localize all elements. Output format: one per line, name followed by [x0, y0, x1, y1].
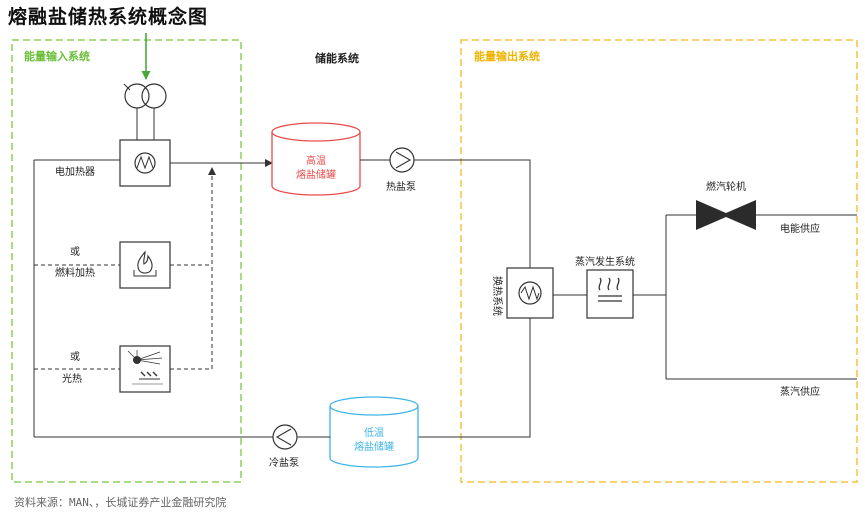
- exchanger-to-cold-tank-line: [418, 318, 531, 438]
- fuel-heating-label: 燃料加热: [55, 266, 95, 279]
- or-label-1: 或: [70, 246, 80, 258]
- power-supply-label: 电能供应: [780, 222, 820, 235]
- heat-exchanger-icon: [518, 281, 542, 305]
- cold-pump-icon: [272, 424, 298, 450]
- turbine-icon: [696, 200, 756, 230]
- fuel-heater-box: [119, 241, 171, 289]
- input-section-box: [11, 39, 242, 483]
- solar-icon: [127, 350, 163, 385]
- transformer-icon: [123, 83, 167, 109]
- flame-icon: [133, 250, 157, 277]
- hot-tank-label-1: 高温: [306, 154, 326, 167]
- hot-pump-icon: [389, 147, 415, 173]
- output-section-title: 能量输出系统: [474, 49, 540, 63]
- hot-pump-label: 热盐泵: [386, 180, 416, 193]
- input-section-title: 能量输入系统: [24, 49, 90, 63]
- output-section-box: [460, 39, 858, 483]
- source-note: 资料来源：MAN、，长城证券产业金融研究院: [14, 496, 227, 509]
- heat-exchange-label: 换热系统: [491, 276, 504, 316]
- electric-heater-label: 电加热器: [55, 165, 95, 178]
- or-label-2: 或: [70, 351, 80, 363]
- hot-tank-label-2: 熔盐储罐: [296, 168, 336, 181]
- page-title: 熔融盐储热系统概念图: [8, 6, 209, 28]
- steam-generator-box: [586, 269, 634, 319]
- hot-pump-to-exchanger-line: [414, 159, 531, 268]
- cold-tank-label-2: 熔盐储罐: [354, 440, 394, 453]
- solar-heater-box: [119, 345, 171, 393]
- steam-generator-label: 蒸汽发生系统: [575, 255, 635, 268]
- heat-exchanger-icon: [134, 152, 156, 174]
- solar-heat-label: 光热: [62, 372, 82, 385]
- cold-tank: [329, 396, 419, 468]
- turbine-label: 燃汽轮机: [706, 180, 746, 193]
- cold-pump-label: 冷盐泵: [269, 456, 299, 469]
- hot-tank: [271, 122, 361, 196]
- steam-icon: [598, 277, 622, 302]
- storage-section-title: 储能系统: [315, 51, 359, 65]
- cold-tank-label-1: 低温: [364, 426, 384, 439]
- steam-supply-label: 蒸汽供应: [780, 385, 820, 398]
